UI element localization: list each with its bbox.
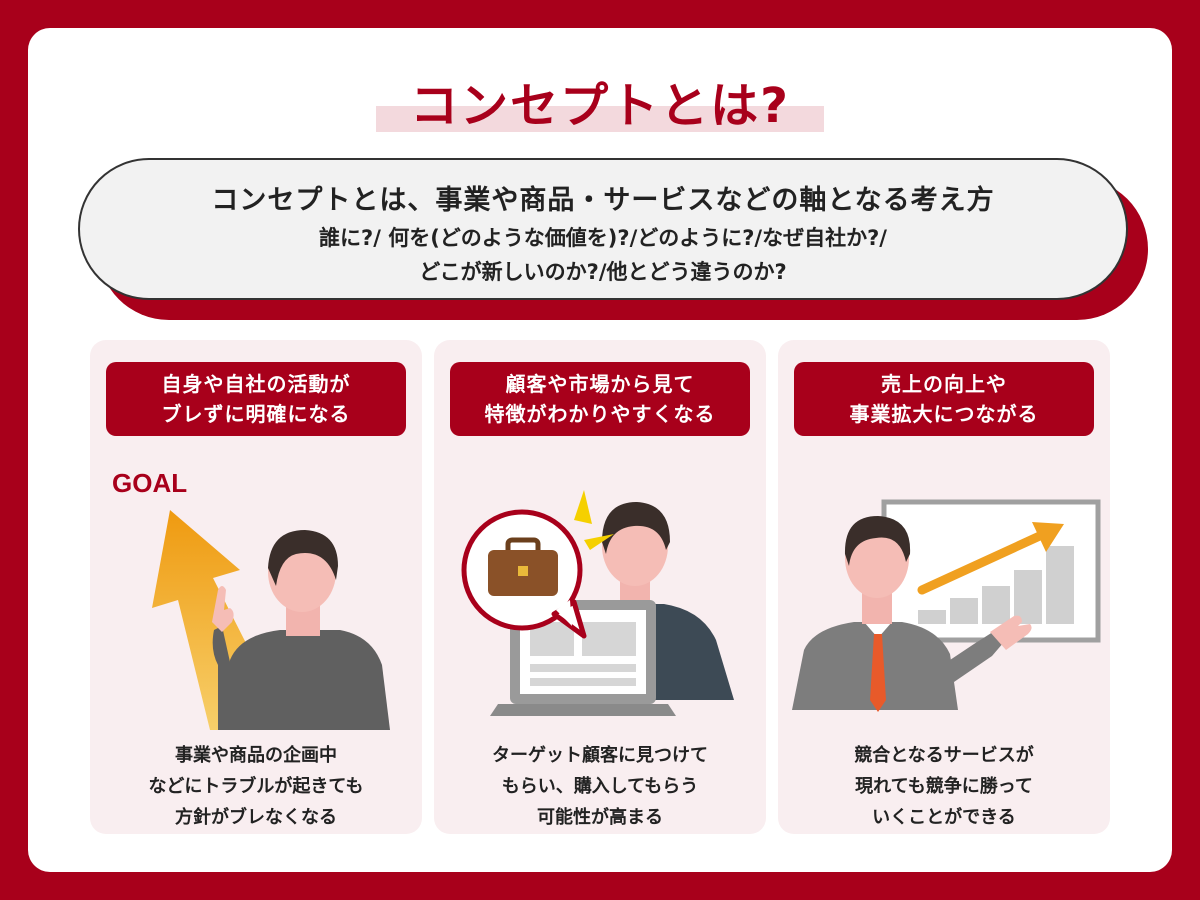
benefit-panel-2: 顧客や市場から見て 特徴がわかりやすくなる [434,340,766,834]
benefit-text-1-line2: などにトラブルが起きても [148,776,364,797]
benefit-heading-2-line2: 特徴がわかりやすくなる [484,402,716,426]
benefit-text-1-line3: 方針がブレなくなる [175,807,337,828]
person-icon [212,530,390,730]
rising-arrow-icon [917,522,1064,595]
benefit-heading-3-line1: 売上の向上や [881,372,1007,396]
benefit-text-3-line2: 現れても競争に勝って [855,776,1033,797]
definition-questions-1: 誰に?/ 何を(どのような価値を)?/どのように?/なぜ自社か?/ [319,226,887,250]
benefit-panel-1: 自身や自社の活動が ブレずに明確になる GOAL 事業や商品の企画 [90,340,422,834]
growth-illustration [792,499,1101,712]
alert-spark-icon [574,490,614,550]
definition-box: コンセプトとは、事業や商品・サービスなどの軸となる考え方 誰に?/ 何を(どのよ… [78,158,1128,300]
benefit-heading-1-line2: ブレずに明確になる [161,402,351,426]
page-title: コンセプトとは? [410,78,790,134]
customer-illustration [461,490,734,716]
benefit-text-2-line3: 可能性が高まる [537,807,663,828]
definition-questions-2: どこが新しいのか?/他とどう違うのか? [419,260,787,284]
briefcase-icon [488,537,558,596]
title-highlight [376,106,824,132]
benefit-text-1: 事業や商品の企画中 などにトラブルが起きても 方針がブレなくなる [90,740,422,833]
benefit-text-2-line1: ターゲット顧客に見つけて [492,745,708,766]
benefit-text-3-line3: いくことができる [872,807,1016,828]
benefit-heading-2: 顧客や市場から見て 特徴がわかりやすくなる [450,362,750,436]
main-card: コンセプトとは? コンセプトとは、事業や商品・サービスなどの軸となる考え方 誰に… [28,28,1172,872]
benefit-panel-3: 売上の向上や 事業拡大につながる [778,340,1110,834]
presenter-icon [792,516,1032,712]
goal-illustration: GOAL [112,468,390,730]
benefit-text-2-line2: もらい、購入してもらう [501,776,699,797]
benefit-heading-1: 自身や自社の活動が ブレずに明確になる [106,362,406,436]
benefit-heading-3: 売上の向上や 事業拡大につながる [794,362,1094,436]
benefit-heading-3-line2: 事業拡大につながる [849,402,1039,426]
benefit-text-3: 競合となるサービスが 現れても競争に勝って いくことができる [778,740,1110,833]
definition-main: コンセプトとは、事業や商品・サービスなどの軸となる考え方 [211,185,995,216]
benefit-heading-1-line1: 自身や自社の活動が [161,372,351,396]
title-block: コンセプトとは? [376,66,824,134]
benefit-text-3-line1: 競合となるサービスが [854,745,1034,766]
benefit-heading-2-line1: 顧客や市場から見て [505,372,695,396]
benefit-text-1-line1: 事業や商品の企画中 [175,745,337,766]
benefit-text-2: ターゲット顧客に見つけて もらい、購入してもらう 可能性が高まる [434,740,766,833]
goal-label: GOAL [112,468,187,498]
presentation-board-icon [881,499,1101,643]
